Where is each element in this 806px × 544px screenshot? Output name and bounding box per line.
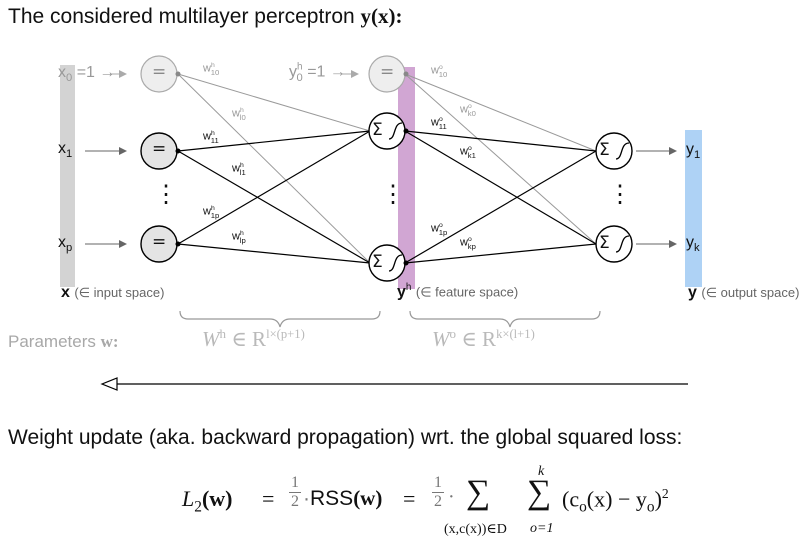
label-yk: yk <box>686 234 700 255</box>
edge-wl1h <box>177 150 371 264</box>
edge-wkpo <box>404 243 597 264</box>
edge-w1ph <box>177 130 371 245</box>
dot-x1 <box>175 148 181 154</box>
sigmoid-o1 <box>615 142 630 160</box>
brace-hidden-weights <box>179 310 381 328</box>
ellipsis-hidden: ⋮ <box>381 181 405 208</box>
formula-half2: 1 2 <box>432 474 444 510</box>
edge-wk1o <box>404 130 597 245</box>
formula-sum2: ∑ <box>527 474 552 511</box>
weight-wlph: whlp <box>232 230 246 245</box>
node-ok <box>595 225 633 263</box>
matrix-Wo: Wo ∈ Rk×(l+1) <box>432 326 535 351</box>
input-layer-bar <box>60 65 75 287</box>
formula-sum2-sup: k <box>538 464 545 479</box>
ellipsis-input: ⋮ <box>154 181 178 208</box>
sigmoid-ok <box>615 235 630 253</box>
formula-half1: 1 2 <box>289 474 301 510</box>
formula-eq2: = <box>403 486 416 511</box>
weight-w1ph: wh1p <box>203 205 220 220</box>
dot-x0 <box>175 71 181 77</box>
sigmoid-hl <box>388 254 403 272</box>
dot-h1 <box>403 128 409 134</box>
sum-symbol-ok: Σ <box>599 233 610 253</box>
title-math: y(x): <box>360 4 403 28</box>
output-layer-bar <box>685 130 702 287</box>
weight-wk1o: wok1 <box>460 145 476 160</box>
sum-symbol-h1: Σ <box>372 120 383 140</box>
output-space-label: y (∈ output space) <box>688 284 800 301</box>
dot-y0 <box>403 71 409 77</box>
edge-w1po <box>404 150 597 264</box>
diagram-title: The considered multilayer perceptron y(x… <box>8 4 403 28</box>
weight-w11h: wh11 <box>203 130 219 145</box>
formula-sum1-sub: (x,c(x))∈D <box>444 522 507 537</box>
sigmoid-h1 <box>388 122 403 140</box>
weight-w10h: wh10 <box>203 62 220 77</box>
backprop-arrowhead <box>100 377 118 391</box>
dot-xp <box>175 241 181 247</box>
node-o1 <box>595 132 633 170</box>
brace-output-weights <box>409 310 601 328</box>
identity-symbol-y0: = <box>380 62 395 82</box>
formula-sum1: ∑ <box>466 474 491 511</box>
parameters-label: Parameters w: <box>8 332 119 351</box>
formula-term: (co(x) − yo)2 <box>562 486 669 516</box>
edge-w11o <box>404 130 597 152</box>
weight-wkpo: wokp <box>460 236 476 251</box>
formula-rss: ·RSS(w) <box>303 486 383 510</box>
edge-w10o <box>404 73 597 152</box>
label-y0: yh0 =1 → <box>289 62 346 84</box>
weight-wl0h: whl0 <box>232 107 246 122</box>
sum-symbol-o1: Σ <box>599 140 610 160</box>
weight-wk0o: wok0 <box>460 103 476 118</box>
weight-wl1h: whl1 <box>232 162 246 177</box>
matrix-Wh: Wh ∈ Rl×(p+1) <box>202 326 305 351</box>
edge-wl0h <box>177 73 371 264</box>
weight-w1po: wo1p <box>431 222 448 237</box>
sum-symbol-hl: Σ <box>372 252 383 272</box>
formula-dot2: · <box>448 486 455 508</box>
formula-eq1: = <box>262 486 275 511</box>
label-x1: x1 <box>58 140 73 161</box>
edge-w11h <box>177 130 371 152</box>
identity-symbol-xp: = <box>152 232 167 252</box>
label-y1: y1 <box>686 141 701 162</box>
identity-symbol-x0: = <box>152 62 167 82</box>
label-xp: xp <box>58 234 73 255</box>
edge-wlph <box>177 243 371 264</box>
identity-symbol-x1: = <box>152 139 167 159</box>
ellipsis-output: ⋮ <box>608 181 632 208</box>
dot-hl <box>403 260 409 266</box>
formula-lhs: L2(w) <box>182 486 233 516</box>
formula-sum2-sub: o=1 <box>530 521 554 536</box>
edge-wk0o <box>404 73 597 245</box>
weight-w10o: wo10 <box>431 64 448 79</box>
weight-update-heading: Weight update (aka. backward propagation… <box>8 426 683 449</box>
edge-w10h <box>177 73 371 132</box>
label-x0: x0 =1 → <box>58 64 116 85</box>
input-space-label: x (∈ input space) <box>61 284 165 301</box>
weight-w11o: wo11 <box>431 116 447 131</box>
feature-space-label: yh (∈ feature space) <box>397 282 519 301</box>
